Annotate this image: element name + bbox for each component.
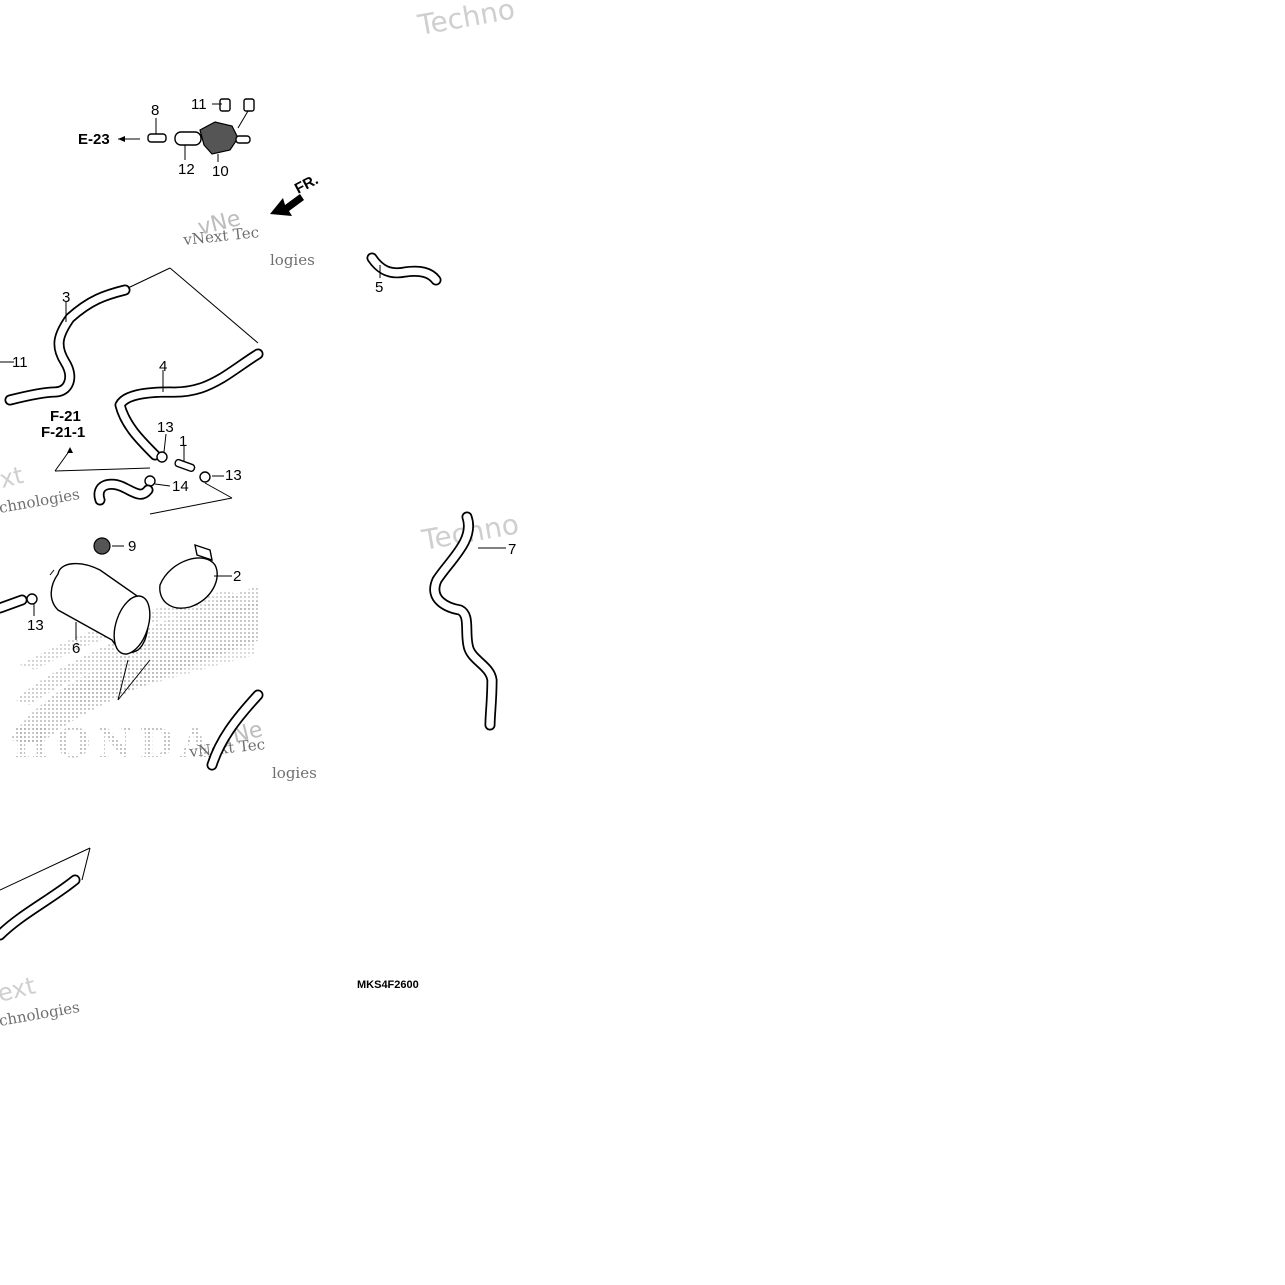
reference-e23: E-23 bbox=[78, 131, 110, 148]
canister-assembly bbox=[0, 537, 232, 701]
clamps-and-joint bbox=[54, 433, 233, 515]
callout-13: 13 bbox=[225, 467, 242, 484]
callout-7: 7 bbox=[508, 541, 516, 558]
watermark-text: ext bbox=[0, 971, 38, 1007]
callout-11: 11 bbox=[12, 354, 28, 371]
watermark-text: xt bbox=[0, 461, 26, 494]
valve-part bbox=[199, 121, 239, 155]
watermarks: Techno vNext Tec vNe logies xt chnologie… bbox=[0, 0, 521, 1030]
watermark-text: logies bbox=[272, 764, 317, 782]
callout-13: 13 bbox=[27, 617, 44, 634]
callout-6: 6 bbox=[72, 640, 80, 657]
callout-10: 10 bbox=[212, 163, 229, 180]
joint-part bbox=[147, 133, 167, 143]
band-part bbox=[159, 557, 218, 609]
grommet-part bbox=[93, 537, 111, 555]
callout-14: 14 bbox=[172, 478, 189, 495]
reference-f21-1: F-21-1 bbox=[41, 424, 85, 441]
reference-f21: F-21 bbox=[50, 408, 81, 425]
callouts: 8 11 12 10 3 11 4 13 1 13 14 5 9 2 13 6 … bbox=[12, 96, 516, 657]
hose-4 bbox=[114, 348, 264, 461]
front-direction-arrow: FR. bbox=[270, 171, 321, 216]
callout-3: 3 bbox=[62, 289, 70, 306]
front-direction-label: FR. bbox=[292, 171, 321, 197]
watermark-text: logies bbox=[270, 251, 315, 269]
callout-5: 5 bbox=[375, 279, 383, 296]
callout-11: 11 bbox=[191, 96, 207, 113]
lower-hose bbox=[0, 689, 264, 941]
callout-13: 13 bbox=[157, 419, 174, 436]
diagram-code: MKS4F2600 bbox=[357, 979, 419, 991]
watermark-text: Techno bbox=[415, 0, 518, 42]
callout-8: 8 bbox=[151, 102, 159, 119]
hose-7 bbox=[429, 511, 506, 731]
callout-9: 9 bbox=[128, 538, 136, 555]
hose-3 bbox=[0, 267, 259, 406]
hose-part bbox=[174, 131, 202, 146]
callout-1: 1 bbox=[179, 433, 187, 450]
callout-12: 12 bbox=[178, 161, 195, 178]
valve-assembly bbox=[118, 98, 255, 162]
honda-logo-text: HONDA bbox=[12, 720, 217, 767]
callout-2: 2 bbox=[233, 568, 241, 585]
section-references: E-23 F-21 F-21-1 bbox=[41, 131, 110, 441]
hose-5 bbox=[366, 252, 442, 286]
callout-4: 4 bbox=[159, 358, 167, 375]
